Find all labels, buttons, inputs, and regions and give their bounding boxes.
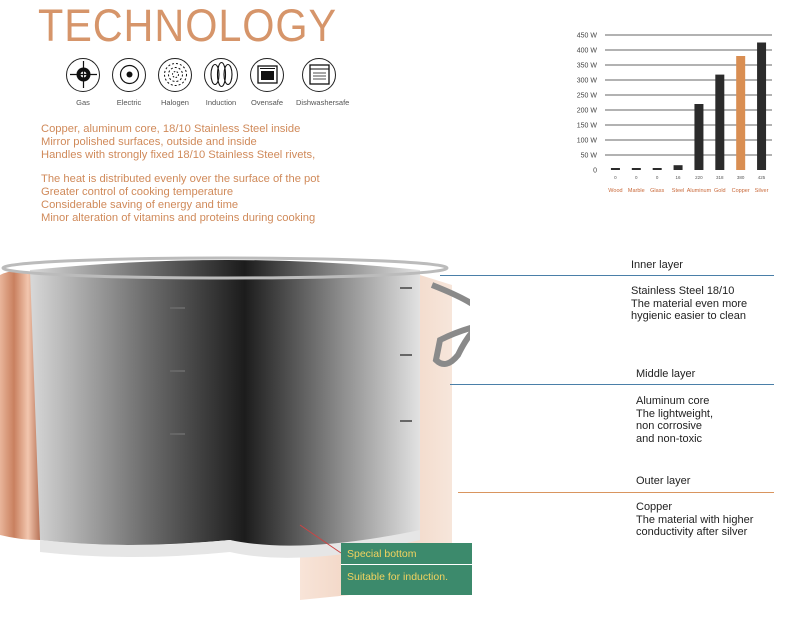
chart-value-label: 425 [758, 175, 766, 180]
electric-icon-group: Electric [106, 58, 152, 107]
induction-icon-group: Induction [198, 58, 244, 107]
chart-ytick-label: 350 W [577, 63, 598, 70]
chart-value-label: 220 [695, 175, 703, 180]
chart-ytick-label: 50 W [581, 153, 598, 160]
chart-value-label: 0 [656, 175, 659, 180]
chart-ytick-label: 200 W [577, 108, 598, 115]
middle-layer-desc: Aluminum core The lightweight, non corro… [636, 395, 713, 445]
special-bottom-title: Special bottom [347, 548, 417, 560]
halogen-label: Halogen [161, 98, 189, 107]
cooktop-icons: Gas Electric Halogen Induc [60, 58, 360, 114]
halogen-icon [158, 58, 192, 92]
chart-ytick-label: 0 [593, 168, 597, 175]
page-title: TECHNOLOGY [38, 0, 338, 51]
chart-ytick-label: 250 W [577, 93, 598, 100]
chart-ytick-label: 300 W [577, 78, 598, 85]
outer-layer-desc: Copper The material with higher conducti… [636, 501, 753, 539]
electric-icon [112, 58, 146, 92]
middle-layer-line-1: Aluminum core [636, 395, 710, 407]
chart-category-label: Glass [650, 188, 664, 194]
chart-category-label: Aluminum [687, 188, 712, 194]
chart-category-label: Gold [714, 188, 726, 194]
outer-layer-line-2: The material with higher [636, 513, 754, 526]
outer-layer-line-3: conductivity after silver [636, 526, 748, 538]
chart-bar [715, 74, 725, 170]
chart-value-label: 380 [737, 175, 745, 180]
middle-layer-line-3: non corrosive [636, 420, 703, 432]
chart-ytick-label: 400 W [577, 48, 598, 55]
gas-label: Gas [76, 98, 90, 107]
middle-layer-line [450, 384, 774, 385]
chart-bar [652, 168, 662, 170]
chart-value-label: 0 [635, 175, 638, 180]
induction-label: Induction [205, 98, 237, 107]
chart-bar [610, 168, 620, 170]
induction-icon [204, 58, 238, 92]
feature-line: Considerable saving of energy and time [41, 198, 239, 211]
chart-category-label: Wood [608, 188, 622, 194]
middle-layer-line-4: and non-toxic [636, 432, 703, 445]
middle-layer-line-2: The lightweight, [636, 407, 714, 420]
inner-layer-line-1: Stainless Steel 18/10 [631, 285, 735, 297]
middle-layer-title: Middle layer [636, 368, 696, 380]
inner-layer-line-2: The material even more [631, 297, 748, 310]
gas-icon-group: Gas [60, 58, 106, 107]
chart-value-label: 318 [716, 175, 724, 180]
dishwashersafe-icon-group: Dishwashersafe [296, 58, 350, 107]
pot-cutaway-illustration [0, 256, 470, 600]
chart-category-label: Marble [628, 188, 645, 194]
halogen-icon-group: Halogen [152, 58, 198, 107]
chart-ytick-label: 100 W [577, 138, 598, 145]
chart-bar [673, 165, 683, 170]
electric-label: Electric [116, 98, 142, 107]
chart-ytick-label: 150 W [577, 123, 598, 130]
chart-category-label: Steel [672, 188, 685, 194]
chart-bar [736, 56, 746, 170]
gas-icon [66, 58, 100, 92]
chart-category-label: Copper [732, 188, 750, 194]
chart-bar [757, 42, 767, 170]
chart-ytick-label: 450 W [577, 33, 598, 40]
chart-category-label: Silver [755, 188, 769, 194]
chart-value-label: 16 [676, 175, 682, 180]
feature-line: Greater control of cooking temperature [41, 186, 234, 199]
features-list: Copper, aluminum core, 18/10 Stainless S… [41, 123, 371, 225]
feature-line: Minor alteration of vitamins and protein… [41, 211, 316, 224]
inner-layer-line-3: hygienic easier to clean [631, 310, 746, 322]
special-bottom-desc: Suitable for induction. [347, 571, 448, 583]
dishwashersafe-icon [302, 58, 336, 92]
ovensafe-icon-group: Ovensafe [244, 58, 290, 107]
ovensafe-label: Ovensafe [250, 98, 284, 107]
chart-bar [694, 104, 704, 170]
feature-line: The heat is distributed evenly over the … [41, 173, 320, 186]
feature-line: Mirror polished surfaces, outside and in… [41, 135, 257, 148]
chart-value-label: 0 [614, 175, 617, 180]
feature-line: Copper, aluminum core, 18/10 Stainless S… [41, 123, 301, 135]
ovensafe-icon [250, 58, 284, 92]
inner-layer-title: Inner layer [631, 259, 683, 271]
inner-layer-line [440, 275, 774, 276]
chart-bar [631, 168, 641, 170]
outer-layer-line-1: Copper [636, 501, 673, 513]
conductivity-chart: 450 W 400 W 350 W 300 W 250 W 200 W 150 W 100 W… [577, 33, 772, 194]
inner-layer-desc: Stainless Steel 18/10 The material even … [631, 285, 747, 323]
outer-layer-title: Outer layer [636, 475, 691, 487]
dishwashersafe-label: Dishwashersafe [296, 98, 350, 107]
special-bottom-callout: Special bottom Suitable for induction. [341, 543, 472, 595]
outer-layer-line [458, 492, 774, 493]
feature-line: Handles with strongly fixed 18/10 Stainl… [41, 148, 316, 161]
